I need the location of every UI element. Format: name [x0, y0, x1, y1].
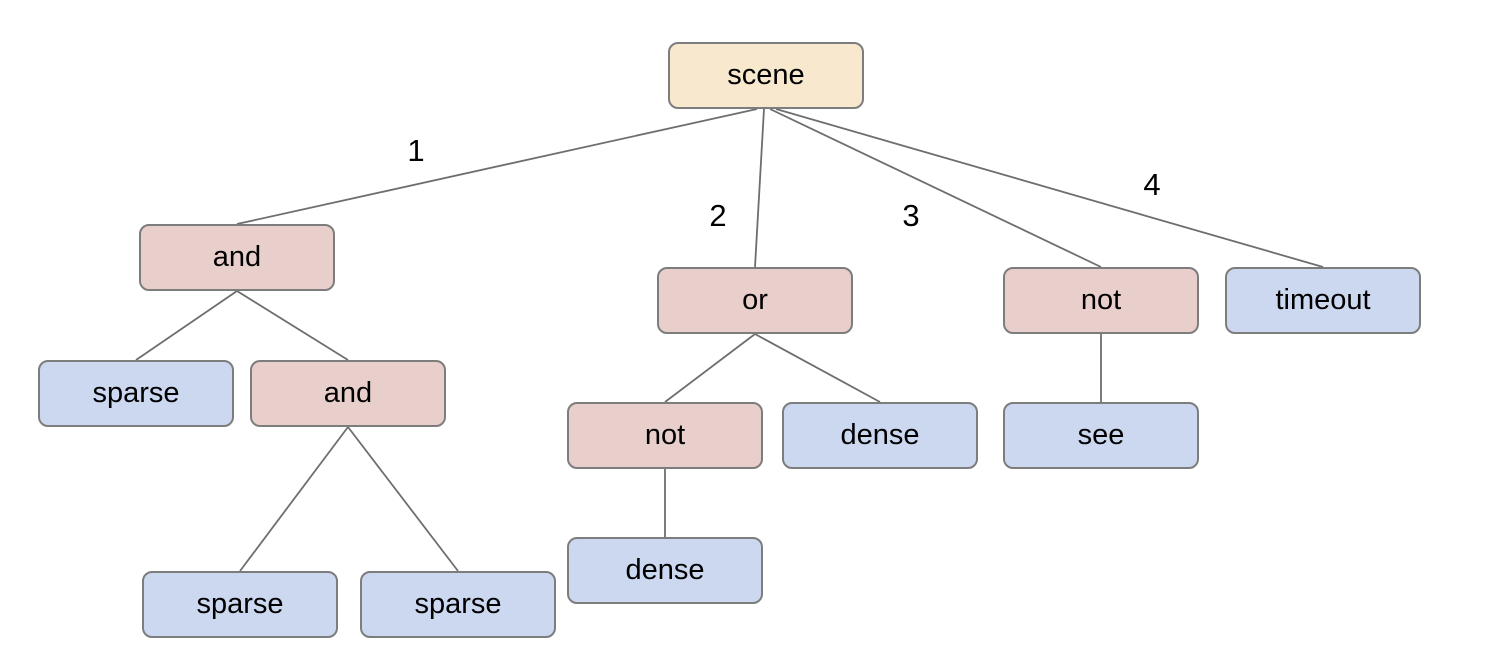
node-not-1: not — [1003, 267, 1199, 334]
edge-label-4: 4 — [1143, 167, 1160, 202]
edge-and-2-sparse-2 — [239, 426, 349, 572]
node-sparse-1: sparse — [38, 360, 234, 427]
edge-label-2: 2 — [709, 198, 726, 233]
node-not-2: not — [567, 402, 763, 469]
edge-and-1-and-2 — [236, 290, 349, 361]
node-scene: scene — [668, 42, 864, 109]
edge-scene-or — [754, 108, 765, 268]
edge-and-1-sparse-1 — [135, 290, 238, 361]
edge-or-dense-1 — [754, 333, 881, 403]
edge-scene-timeout — [775, 108, 1324, 268]
node-see: see — [1003, 402, 1199, 469]
node-dense-1: dense — [782, 402, 978, 469]
edge-label-1: 1 — [407, 133, 424, 168]
node-sparse-3: sparse — [360, 571, 556, 638]
node-dense-2: dense — [567, 537, 763, 604]
edge-scene-and-1 — [236, 108, 758, 225]
node-or: or — [657, 267, 853, 334]
edge-scene-not-1 — [769, 108, 1102, 268]
edge-label-3: 3 — [902, 198, 919, 233]
edge-and-2-sparse-3 — [347, 426, 459, 572]
node-and-2: and — [250, 360, 446, 427]
node-timeout: timeout — [1225, 267, 1421, 334]
edge-or-not-2 — [664, 333, 756, 403]
node-sparse-2: sparse — [142, 571, 338, 638]
node-and-1: and — [139, 224, 335, 291]
